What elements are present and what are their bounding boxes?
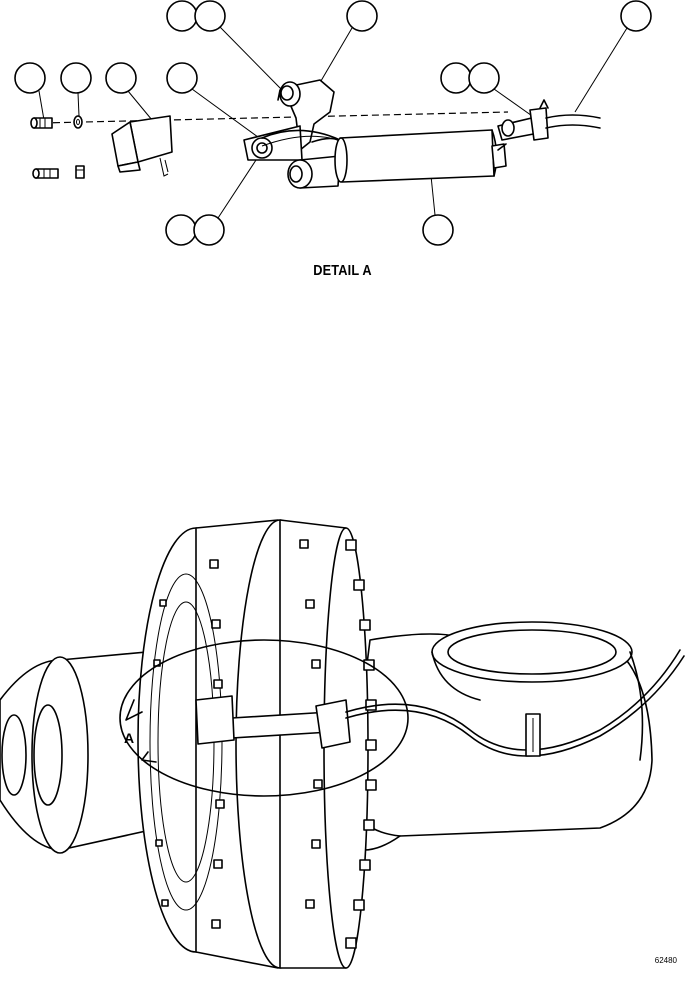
axle-housing-arm	[349, 621, 653, 851]
rim-bolts	[153, 539, 377, 949]
detail-title: DETAIL A	[313, 262, 372, 279]
callout-circle	[166, 62, 198, 94]
callout-circle	[346, 0, 378, 32]
nut	[75, 165, 85, 179]
sensor-strap	[195, 695, 351, 749]
sensor-cylinder	[334, 129, 507, 183]
callout-circle	[165, 214, 197, 246]
main-assembly-view	[0, 519, 685, 969]
pivot-bracket	[243, 79, 341, 189]
callout-circle	[14, 62, 46, 94]
arrow-head-up	[125, 699, 143, 721]
screw	[30, 117, 53, 129]
arrow-head-down	[141, 751, 157, 763]
callout-circle	[468, 62, 500, 94]
detail-a-callout-ellipse	[119, 639, 409, 797]
callout-circle	[422, 214, 454, 246]
callout-circle	[166, 0, 198, 32]
wire	[261, 135, 331, 147]
callout-circle	[194, 0, 226, 32]
callout-circles	[14, 0, 652, 246]
callout-circle	[620, 0, 652, 32]
callout-circle	[60, 62, 92, 94]
cable-connector	[497, 99, 549, 141]
callout-circle	[193, 214, 225, 246]
bolt	[32, 168, 59, 179]
callout-circle	[105, 62, 137, 94]
callout-circle	[440, 62, 472, 94]
figure-number: 62480	[654, 956, 677, 965]
lock-washer	[73, 115, 83, 129]
sensor-cable-run	[345, 649, 685, 757]
leader-lines	[38, 26, 628, 219]
cable	[545, 114, 601, 129]
guard-bracket	[111, 115, 173, 177]
view-label: A	[124, 730, 135, 746]
detail-a-exploded-view	[14, 0, 652, 246]
alignment-dashed-line	[41, 111, 509, 124]
